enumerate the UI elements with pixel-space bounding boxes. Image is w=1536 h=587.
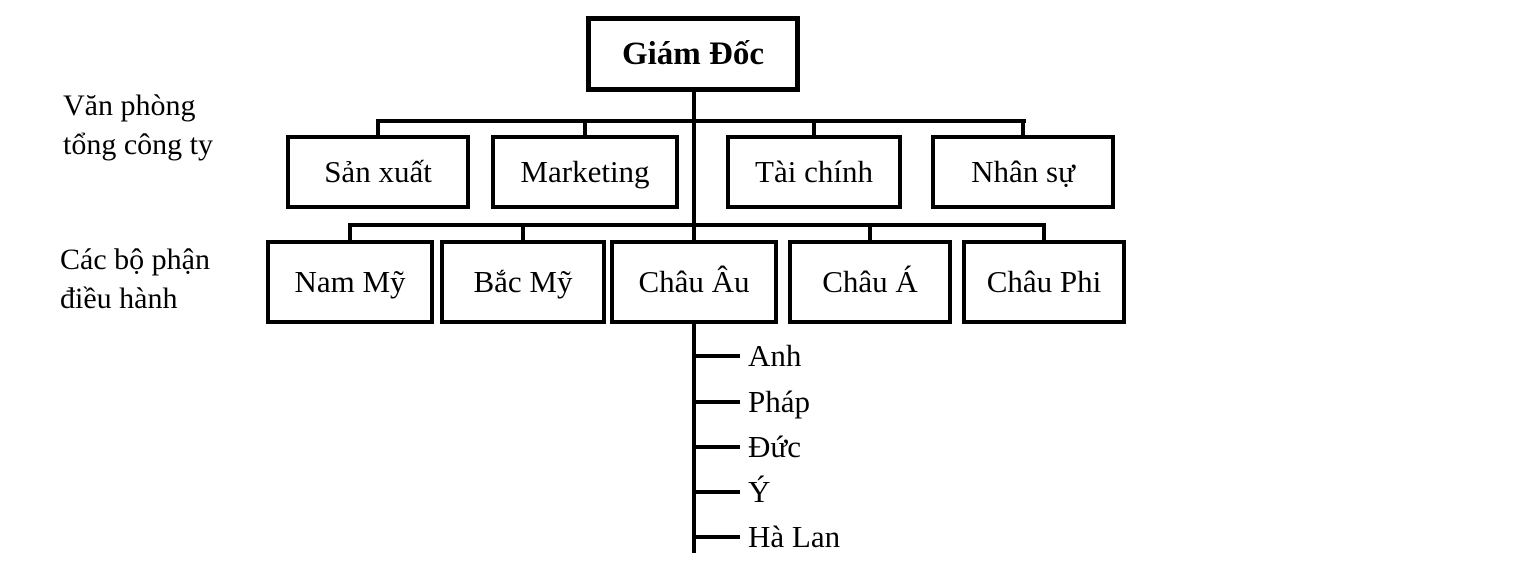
row-label-operating-divisions: Các bộ phận điều hành	[60, 240, 210, 318]
country-row-italy: Ý	[694, 470, 770, 514]
connector-rail-departments	[376, 119, 1026, 123]
org-node-finance: Tài chính	[726, 135, 902, 209]
org-node-north-america: Bắc Mỹ	[440, 240, 606, 324]
org-node-marketing: Marketing	[491, 135, 679, 209]
connector-stub-north-america	[521, 223, 525, 240]
row-label-corporate-office-line1: Văn phòng	[63, 89, 196, 122]
row-label-corporate-office-line2: tổng công ty	[63, 128, 213, 161]
connector-tick-italy	[694, 490, 740, 494]
country-row-netherlands: Hà Lan	[694, 515, 840, 559]
connector-stub-africa	[1042, 223, 1046, 240]
org-node-production: Sản xuất	[286, 135, 470, 209]
org-node-south-america: Nam Mỹ	[266, 240, 434, 324]
country-row-france: Pháp	[694, 380, 810, 424]
org-node-hr: Nhân sự	[931, 135, 1115, 209]
org-node-asia: Châu Á	[788, 240, 952, 324]
connector-trunk-upper	[692, 92, 696, 240]
connector-stub-finance	[812, 119, 816, 135]
country-label-germany: Đức	[748, 429, 801, 464]
connector-rail-regions	[348, 223, 1046, 227]
connector-trunk-europe	[692, 324, 696, 553]
row-label-corporate-office: Văn phòng tổng công ty	[63, 86, 213, 164]
country-row-england: Anh	[694, 334, 801, 378]
row-label-operating-divisions-line2: điều hành	[60, 282, 178, 315]
org-node-director: Giám Đốc	[586, 16, 800, 92]
country-label-netherlands: Hà Lan	[748, 519, 841, 554]
country-row-germany: Đức	[694, 425, 801, 469]
connector-tick-france	[694, 400, 740, 404]
connector-stub-asia	[868, 223, 872, 240]
connector-stub-hr	[1021, 119, 1025, 135]
connector-tick-germany	[694, 445, 740, 449]
connector-tick-england	[694, 354, 740, 358]
connector-stub-marketing	[583, 119, 587, 135]
org-node-africa: Châu Phi	[962, 240, 1126, 324]
country-label-italy: Ý	[748, 474, 771, 509]
connector-tick-netherlands	[694, 535, 740, 539]
country-label-england: Anh	[748, 338, 802, 373]
row-label-operating-divisions-line1: Các bộ phận	[60, 243, 210, 276]
connector-stub-production	[376, 119, 380, 135]
connector-stub-south-america	[348, 223, 352, 240]
org-node-europe: Châu Âu	[610, 240, 778, 324]
country-label-france: Pháp	[748, 384, 810, 419]
